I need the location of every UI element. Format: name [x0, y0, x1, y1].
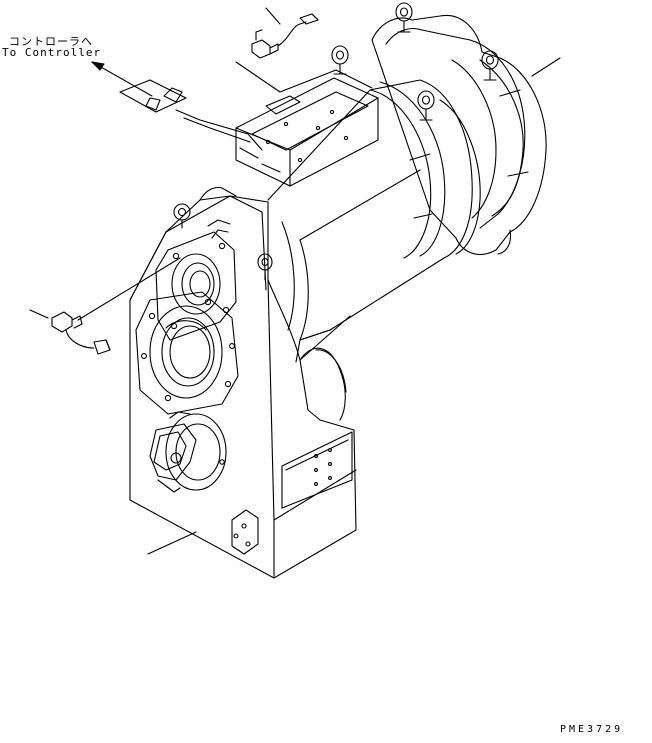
wire-harness-upper: [119, 61, 373, 151]
controller-label-jp: コントローラへ: [9, 35, 93, 48]
drawing-code-label: PME3729: [560, 724, 624, 735]
speed-sensor-lower: [51, 311, 111, 355]
input-flange: [155, 229, 237, 341]
controller-label-en: To Controller: [2, 46, 102, 59]
motor-housing: [267, 79, 481, 363]
leader-lines: [29, 7, 561, 555]
cover-plate: [231, 509, 259, 555]
terminal-box: [235, 77, 379, 187]
motor-flange: [371, 14, 547, 255]
output-flange: [135, 291, 239, 415]
arrow-to-controller: [91, 61, 153, 97]
eye-bolts: [173, 2, 499, 281]
gearbox-case: [129, 186, 357, 579]
output-coupling: [149, 411, 227, 493]
speed-sensor-upper: [251, 13, 319, 59]
name-plate: [281, 431, 353, 509]
